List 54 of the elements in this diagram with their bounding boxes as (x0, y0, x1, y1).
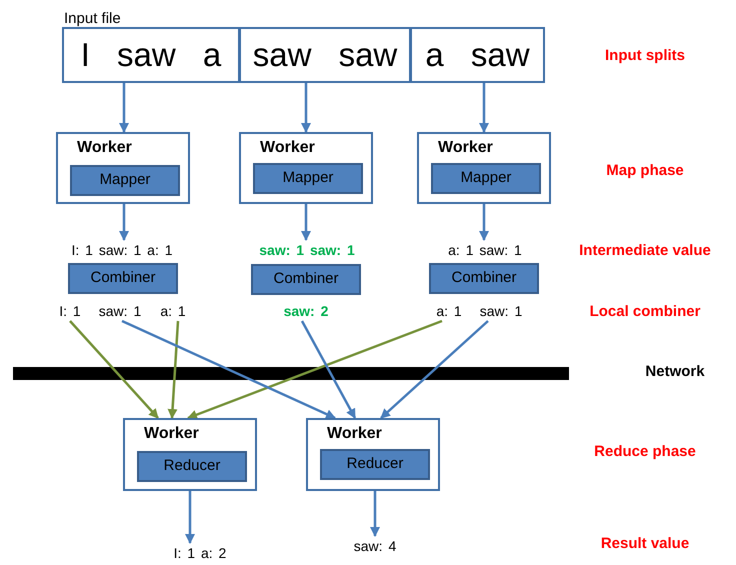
phase-label: Local combiner (588, 302, 702, 322)
split-box: a saw (410, 27, 545, 83)
arrow (300, 320, 356, 419)
arrow (479, 83, 489, 133)
arrow (121, 320, 336, 420)
phase-label: Map phase (605, 161, 685, 181)
worker-box (123, 418, 257, 491)
phase-label: Result value (600, 534, 690, 554)
key-value-text: I: 1 (55, 301, 85, 321)
phase-label: Reduce phase (593, 442, 697, 462)
worker-title: Worker (144, 424, 199, 444)
arrow (380, 320, 489, 419)
process-box: Combiner (429, 263, 539, 294)
key-value-text: I: 1 saw: 1 a: 1 (52, 240, 192, 260)
phase-label: Intermediate value (578, 241, 712, 261)
arrow (370, 491, 380, 537)
key-value-text: a: 1 (430, 301, 468, 321)
worker-title: Worker (438, 138, 493, 158)
key-value-text: saw: 1 saw: 1 (244, 240, 370, 260)
key-value-text: saw: 1 (92, 301, 148, 321)
worker-title: Worker (77, 138, 132, 158)
worker-box (306, 418, 440, 491)
arrow (479, 204, 489, 241)
process-box: Reducer (137, 451, 247, 482)
arrow (185, 491, 195, 544)
worker-box (56, 132, 190, 204)
arrow (168, 320, 180, 419)
process-box: Combiner (68, 263, 178, 294)
arrow (69, 320, 159, 419)
phase-label: Network (644, 362, 706, 382)
worker-title: Worker (327, 424, 382, 444)
key-value-text: saw: 1 (473, 301, 529, 321)
file-heading: Input file (64, 9, 121, 29)
arrow (301, 83, 311, 133)
process-box: Reducer (320, 449, 430, 480)
key-value-text: I: 1 a: 2 (158, 543, 242, 563)
worker-box (239, 132, 373, 204)
worker-title: Worker (260, 138, 315, 158)
arrow (119, 83, 129, 133)
arrow (301, 204, 311, 241)
key-value-text: a: 1 saw: 1 (424, 240, 546, 260)
arrow (119, 204, 129, 241)
key-value-text: saw: 4 (345, 536, 405, 556)
process-box: Mapper (253, 163, 363, 194)
process-box: Mapper (431, 163, 541, 194)
worker-box (417, 132, 551, 204)
phase-label: Input splits (604, 46, 686, 66)
process-box: Combiner (251, 264, 361, 295)
key-value-text: saw: 2 (276, 301, 336, 321)
key-value-text: a: 1 (154, 301, 192, 321)
process-box: Mapper (70, 165, 180, 196)
split-box: I saw a (62, 27, 240, 83)
arrow (187, 320, 442, 420)
split-box: saw saw (239, 27, 411, 83)
